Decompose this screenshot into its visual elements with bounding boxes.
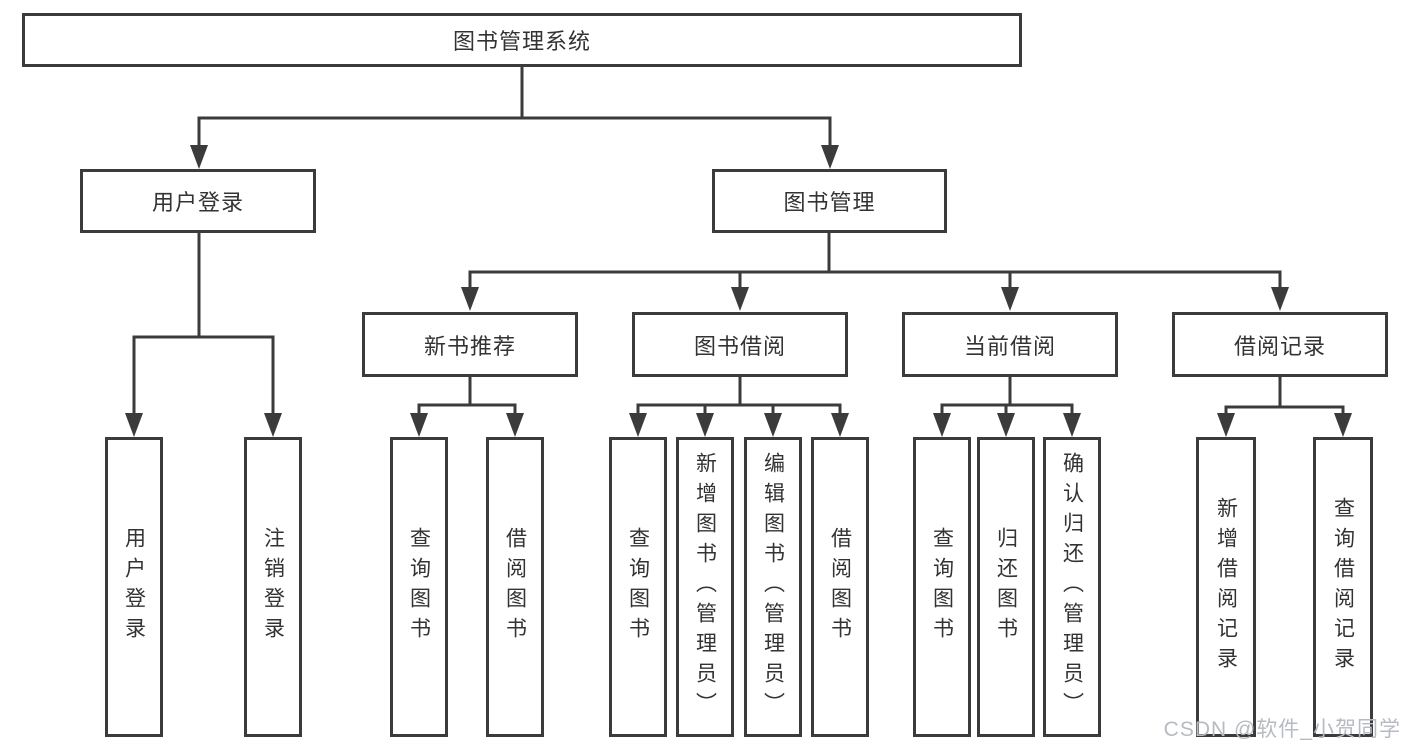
node-label: 归还图书	[994, 527, 1018, 647]
leaf-borrow-borrow-books: 借阅图书	[811, 437, 869, 737]
node-label: 查询借阅记录	[1331, 497, 1355, 677]
leaf-borrow-add-books-admin: 新增图书（管理员）	[676, 437, 734, 737]
node-label: 图书管理系统	[452, 29, 591, 54]
arrowhead-icon	[1334, 413, 1352, 437]
node-label: 借阅记录	[1233, 333, 1326, 359]
leaf-borrow-edit-books-admin: 编辑图书（管理员）	[744, 437, 802, 737]
leaf-borrow-search-books: 查询图书	[609, 437, 667, 737]
arrowhead-icon	[1063, 413, 1081, 437]
arrowhead-icon	[821, 145, 839, 169]
leaf-current-return-books: 归还图书	[977, 437, 1035, 737]
arrowhead-icon	[1217, 413, 1235, 437]
node-label: 当前借阅	[963, 333, 1056, 359]
arrowhead-icon	[933, 413, 951, 437]
arrowhead-icon	[1271, 287, 1289, 311]
leaf-user-login: 用户登录	[105, 437, 163, 737]
node-label: 查询图书	[626, 527, 650, 647]
leaf-current-confirm-return-admin: 确认归还（管理员）	[1043, 437, 1101, 737]
node-label: 图书借阅	[693, 333, 786, 359]
node-label: 编辑图书（管理员）	[761, 452, 785, 722]
arrowhead-icon	[997, 413, 1015, 437]
arrowhead-icon	[461, 287, 479, 311]
node-label: 新增借阅记录	[1214, 497, 1238, 677]
leaf-logout: 注销登录	[244, 437, 302, 737]
node-root-system: 图书管理系统	[22, 13, 1022, 67]
node-borrow-records: 借阅记录	[1172, 312, 1388, 377]
node-label: 查询图书	[930, 527, 954, 647]
leaf-current-search-books: 查询图书	[913, 437, 971, 737]
leaf-newbook-borrow-books: 借阅图书	[486, 437, 544, 737]
arrowhead-icon	[410, 413, 428, 437]
node-label: 确认归还（管理员）	[1060, 452, 1084, 722]
node-book-management-branch: 图书管理	[712, 169, 947, 233]
arrowhead-icon	[1001, 287, 1019, 311]
node-label: 注销登录	[261, 527, 285, 647]
node-book-borrow: 图书借阅	[632, 312, 848, 377]
node-label: 借阅图书	[503, 527, 527, 647]
node-label: 借阅图书	[828, 527, 852, 647]
node-label: 新增图书（管理员）	[693, 452, 717, 722]
arrowhead-icon	[264, 413, 282, 437]
leaf-records-add-record: 新增借阅记录	[1196, 437, 1256, 737]
node-user-login-branch: 用户登录	[80, 169, 316, 233]
arrowhead-icon	[125, 413, 143, 437]
arrowhead-icon	[764, 413, 782, 437]
node-label: 用户登录	[122, 527, 146, 647]
node-current-borrow: 当前借阅	[902, 312, 1118, 377]
node-label: 新书推荐	[423, 333, 516, 359]
arrowhead-icon	[731, 287, 749, 311]
arrowhead-icon	[831, 413, 849, 437]
arrowhead-icon	[506, 413, 524, 437]
arrowhead-icon	[190, 145, 208, 169]
leaf-newbook-search-books: 查询图书	[390, 437, 448, 737]
arrowhead-icon	[696, 413, 714, 437]
node-label: 图书管理	[783, 190, 876, 215]
node-label: 用户登录	[151, 190, 244, 215]
node-new-book-recommend: 新书推荐	[362, 312, 578, 377]
leaf-records-search-record: 查询借阅记录	[1313, 437, 1373, 737]
arrowhead-icon	[629, 413, 647, 437]
node-label: 查询图书	[407, 527, 431, 647]
